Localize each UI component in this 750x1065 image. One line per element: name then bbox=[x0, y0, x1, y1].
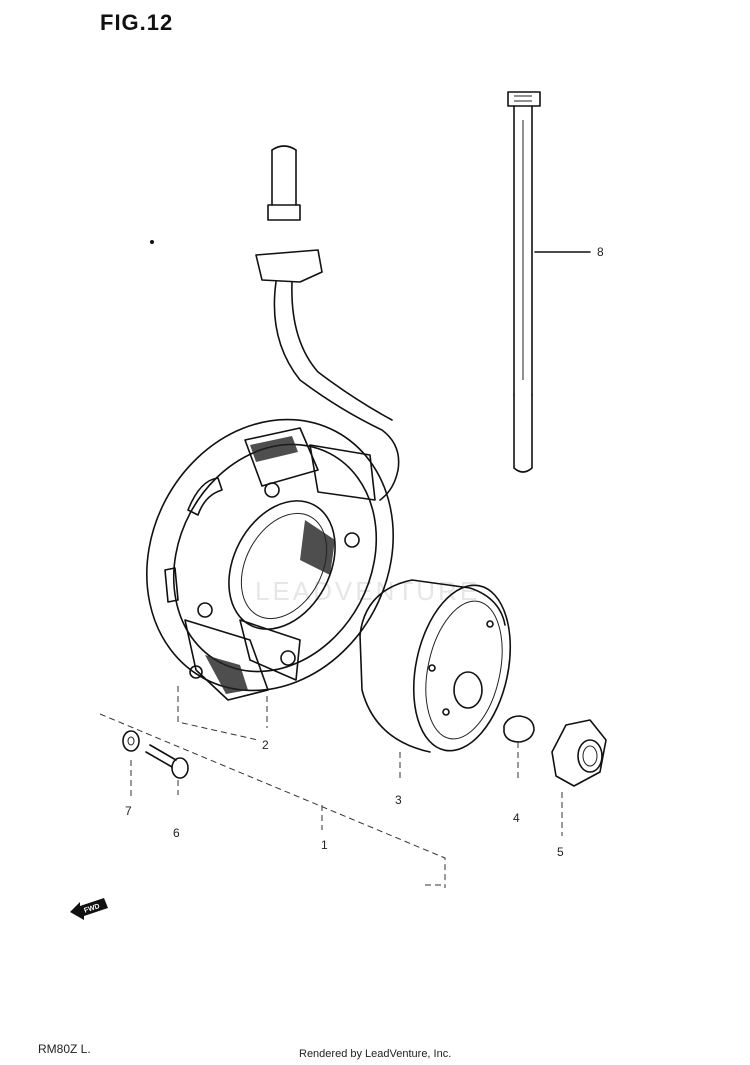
stator-plate-part bbox=[146, 418, 394, 701]
wire-harness bbox=[255, 145, 400, 501]
figure-title: FIG.12 bbox=[100, 10, 174, 35]
watermark-text: LEADVENTURE bbox=[255, 576, 480, 606]
screw-part bbox=[145, 744, 189, 779]
flange-nut-part bbox=[551, 719, 607, 787]
callout-5: 5 bbox=[557, 845, 564, 859]
leader-lines bbox=[99, 251, 591, 888]
fwd-label: FWD bbox=[83, 903, 100, 915]
cable-tie-part bbox=[507, 91, 541, 473]
callout-4: 4 bbox=[513, 811, 520, 825]
callout-1: 1 bbox=[321, 838, 328, 852]
flywheel-rotor-part bbox=[359, 579, 512, 753]
model-code: RM80Z L. bbox=[38, 1042, 91, 1056]
callout-6: 6 bbox=[173, 826, 180, 840]
callout-2: 2 bbox=[262, 738, 269, 752]
fwd-arrow-icon: FWD bbox=[70, 898, 108, 920]
callout-7: 7 bbox=[125, 804, 132, 818]
woodruff-key-part bbox=[503, 715, 535, 743]
callout-8: 8 bbox=[597, 245, 604, 259]
washer-part bbox=[122, 730, 140, 752]
render-credit: Rendered by LeadVenture, Inc. bbox=[299, 1048, 452, 1060]
callout-3: 3 bbox=[395, 793, 402, 807]
